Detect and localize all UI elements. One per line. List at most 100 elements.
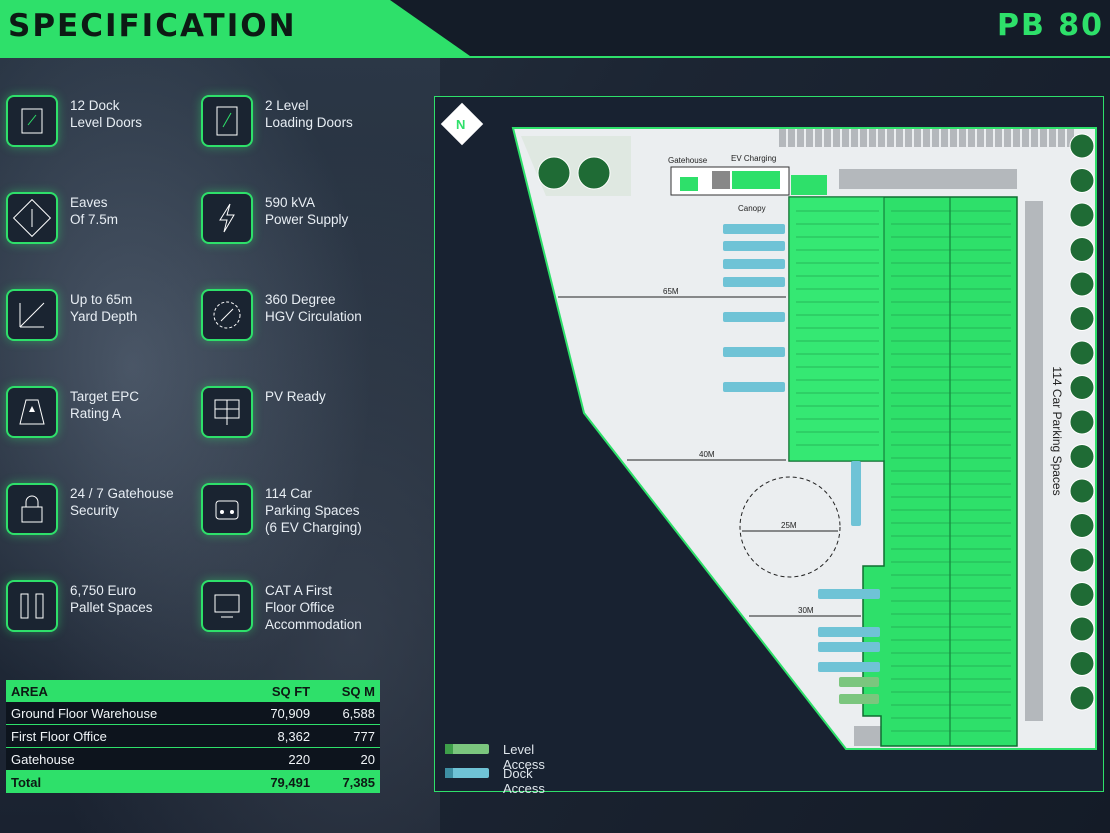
tree [1069,271,1095,297]
sqft-header: SQ FT [271,683,311,699]
area-header: AREA [11,683,48,699]
tree [1069,409,1095,435]
parking-bay [1049,129,1056,147]
gatehouse-label: Gatehouse [668,156,708,165]
feature-item: 360 Degree HGV Circulation [195,289,385,343]
feature-label: Up to 65m Yard Depth [70,292,138,324]
tree [1069,133,1095,159]
tree [1069,375,1095,400]
feature-item: PV Ready [195,386,385,440]
area-name: First Floor Office [11,728,107,744]
tree [1069,582,1095,607]
accessible-bay [712,171,730,189]
parking-bay [968,129,975,147]
side-parking-bays [1025,201,1043,721]
parking-bay [833,129,840,147]
tree [1069,168,1095,193]
parking-bay [815,129,822,147]
parking-bay [797,129,804,147]
area-table: AREA SQ FT SQ M Ground Floor Warehouse 7… [6,680,380,793]
site-plan: Gatehouse EV Charging Canopy 65M 40M 25M… [434,96,1104,792]
table-row: First Floor Office 8,362 777 [6,724,380,748]
area-sqm: 20 [360,751,375,767]
level-access-truck [839,694,879,704]
monitor-icon [201,580,253,632]
parking-bay [932,129,939,147]
dim-40m-label: 40M [699,450,715,459]
tree [1069,478,1095,504]
feature-label: PV Ready [265,389,326,404]
tree [1069,444,1095,469]
parking-bay [824,129,831,147]
dock-access-truck [818,642,880,652]
feature-item: CAT A First Floor Office Accommodation [195,580,385,634]
parking-bay [1067,129,1074,147]
feature-item: 2 Level Loading Doors [195,95,385,149]
parking-bay [959,129,966,147]
loading-door-icon [201,95,253,147]
area-name: Gatehouse [11,751,75,767]
parking-bay [788,129,795,147]
page-title: SPECIFICATION [8,8,297,44]
total-sqft: 79,491 [270,774,311,790]
area-sqft: 220 [288,751,311,767]
dim-30m-label: 30M [798,606,814,615]
circulation-icon [201,289,253,341]
parking-bay [1040,129,1047,147]
ev-charging-label: EV Charging [731,154,776,163]
pallet-icon [6,580,58,632]
dock-access-truck [723,277,785,287]
plan-legend: Level Access Dock Access [443,742,545,796]
parking-bay [860,129,867,147]
tree [1069,513,1095,538]
north-arrow-icon [440,102,484,146]
area-sqm: 6,588 [342,705,375,721]
dock-access-truck [818,627,880,637]
page-header: SPECIFICATION PB 80 [0,0,1110,58]
epc-rating-icon [6,386,58,438]
header-title-band [0,0,470,56]
dock-access-truck [723,382,785,392]
padlock-icon [6,483,58,535]
parking-bay [887,129,894,147]
brand-logo: PB 80 [996,8,1104,43]
dock-access-truck [818,662,880,672]
parking-bay [950,129,957,147]
tree [1069,685,1095,711]
feature-item: Up to 65m Yard Depth [0,289,190,343]
parking-label: 114 Car Parking Spaces [1050,366,1064,495]
top-parking-strip [779,129,1074,147]
solar-panel-icon [201,386,253,438]
feature-label: 590 kVA Power Supply [265,195,349,227]
dock-access-truck [723,241,785,251]
parking-bay [941,129,948,147]
total-label: Total [11,774,42,790]
total-row: Total 79,491 7,385 [6,770,380,793]
north-label: N [456,117,465,132]
parking-bay [1013,129,1020,147]
total-sqm: 7,385 [342,774,375,790]
background-photo [0,55,440,833]
feature-label: 24 / 7 Gatehouse Security [70,486,174,518]
parking-bay [878,129,885,147]
gatehouse-marker [680,177,698,191]
trees [537,133,1095,711]
tree [577,156,611,190]
feature-item: 12 Dock Level Doors [0,95,190,149]
parking-bay [779,129,786,147]
eaves-height-icon [6,192,58,244]
legend-label: Dock Access [503,766,545,796]
hgv-trucks [723,224,880,704]
parking-bay [1022,129,1029,147]
parking-bay [923,129,930,147]
turning-circle [739,476,841,578]
feature-label: 2 Level Loading Doors [265,98,353,130]
parking-bay [1031,129,1038,147]
car-icon [201,483,253,535]
tree [1069,202,1095,228]
feature-label: 114 Car Parking Spaces (6 EV Charging) [265,486,362,535]
feature-item: 6,750 Euro Pallet Spaces [0,580,190,634]
feature-item: 590 kVA Power Supply [195,192,385,246]
area-name: Ground Floor Warehouse [11,705,158,721]
parking-bay [842,129,849,147]
